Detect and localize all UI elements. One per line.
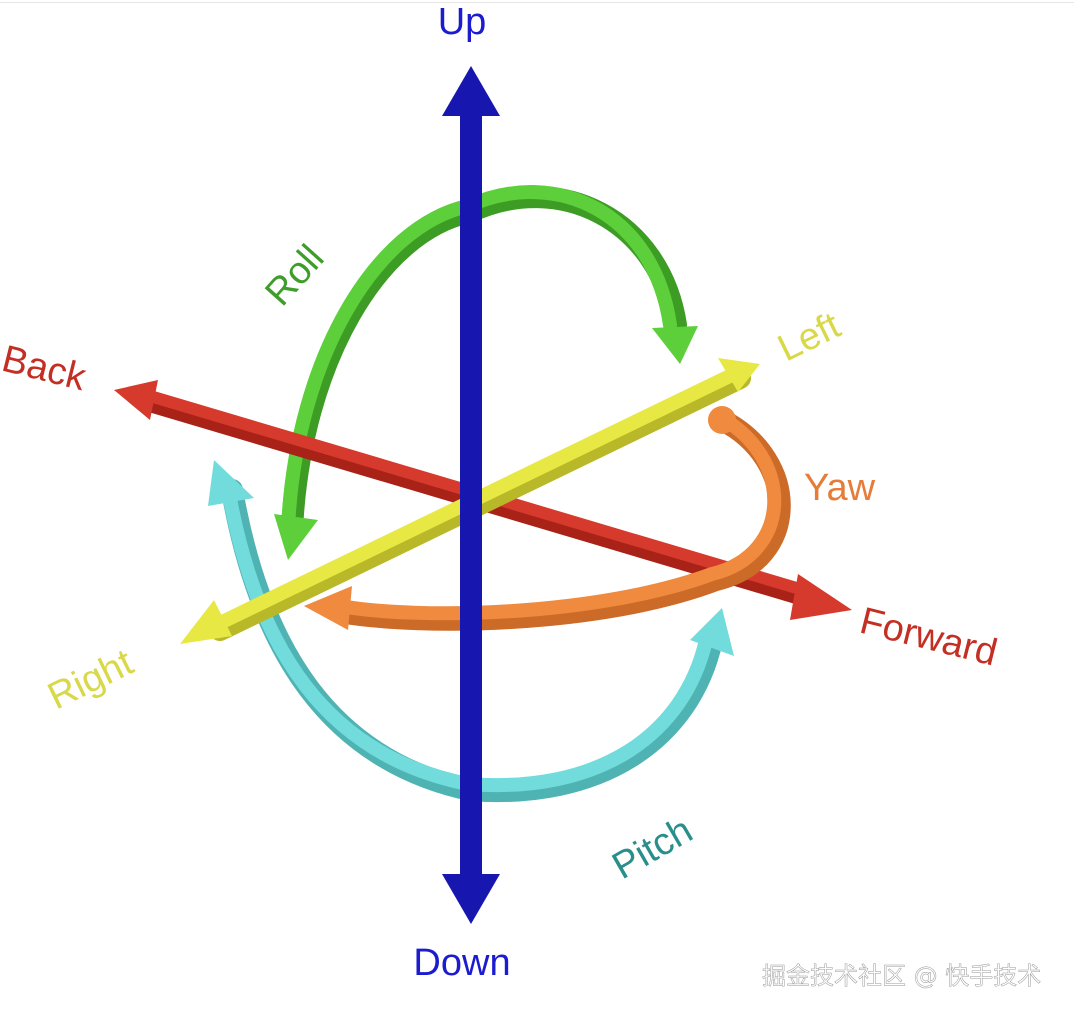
label-down: Down bbox=[413, 942, 510, 984]
label-roll: Roll bbox=[257, 237, 332, 314]
watermark-text: 掘金技术社区 @ 快手技术 bbox=[762, 962, 1041, 990]
top-divider bbox=[0, 2, 1074, 3]
up-down-axis bbox=[442, 66, 500, 924]
yaw-arrow bbox=[304, 406, 791, 631]
label-up: Up bbox=[438, 1, 487, 43]
label-right: Right bbox=[42, 641, 141, 718]
label-back: Back bbox=[0, 338, 91, 399]
label-yaw: Yaw bbox=[804, 467, 876, 509]
label-pitch: Pitch bbox=[606, 809, 700, 888]
label-forward: Forward bbox=[856, 600, 1001, 674]
label-left: Left bbox=[772, 304, 848, 370]
